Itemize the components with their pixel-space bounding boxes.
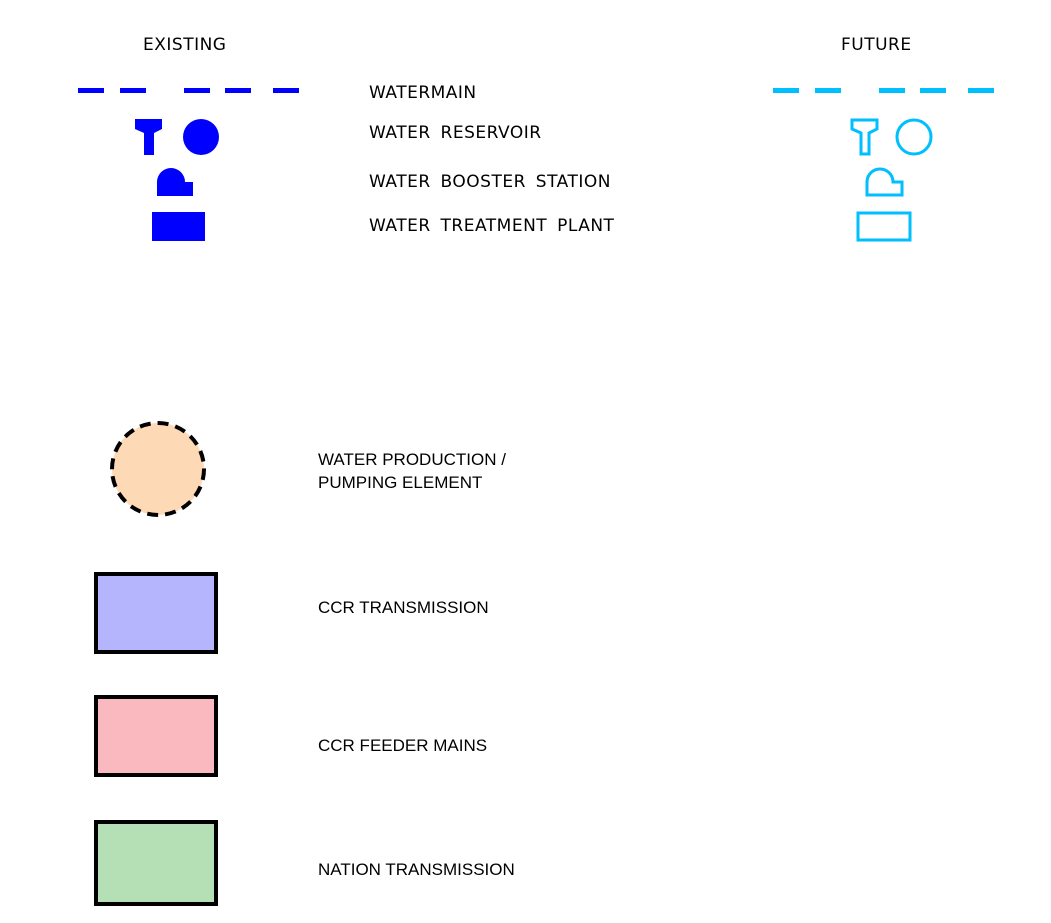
legend-label-water-production-line1: WATER PRODUCTION / — [318, 450, 506, 469]
nation-transmission-swatch — [94, 820, 218, 906]
legend-label-water-reservoir: WATER RESERVOIR — [369, 123, 542, 143]
water-production-dashed-circle — [110, 421, 206, 517]
legend-label-ccr-transmission: CCR TRANSMISSION — [318, 598, 489, 617]
header-existing: EXISTING — [143, 35, 227, 55]
existing-watermain-dashed-line — [78, 88, 299, 93]
future-watermain-dashed-line — [773, 88, 994, 93]
ccr-feeder-mains-swatch — [94, 695, 218, 777]
legend-label-water-treatment-plant: WATER TREATMENT PLANT — [369, 216, 615, 236]
legend-label-ccr-feeder-mains: CCR FEEDER MAINS — [318, 736, 488, 755]
legend-label-water-production: WATER PRODUCTION / PUMPING ELEMENT — [318, 448, 506, 494]
future-treatment-plant-icon — [856, 211, 912, 242]
existing-reservoir-icon — [135, 119, 219, 155]
existing-treatment-plant-icon — [152, 212, 205, 241]
legend-label-water-booster-station: WATER BOOSTER STATION — [369, 172, 611, 192]
legend-label-nation-transmission: NATION TRANSMISSION — [318, 860, 515, 879]
header-future: FUTURE — [841, 35, 912, 55]
legend-label-watermain: WATERMAIN — [369, 83, 477, 103]
legend-label-water-production-line2: PUMPING ELEMENT — [318, 473, 483, 492]
existing-booster-station-icon — [157, 168, 193, 196]
future-reservoir-icon — [850, 118, 933, 156]
future-booster-station-icon — [865, 167, 904, 197]
ccr-transmission-swatch — [94, 572, 218, 654]
